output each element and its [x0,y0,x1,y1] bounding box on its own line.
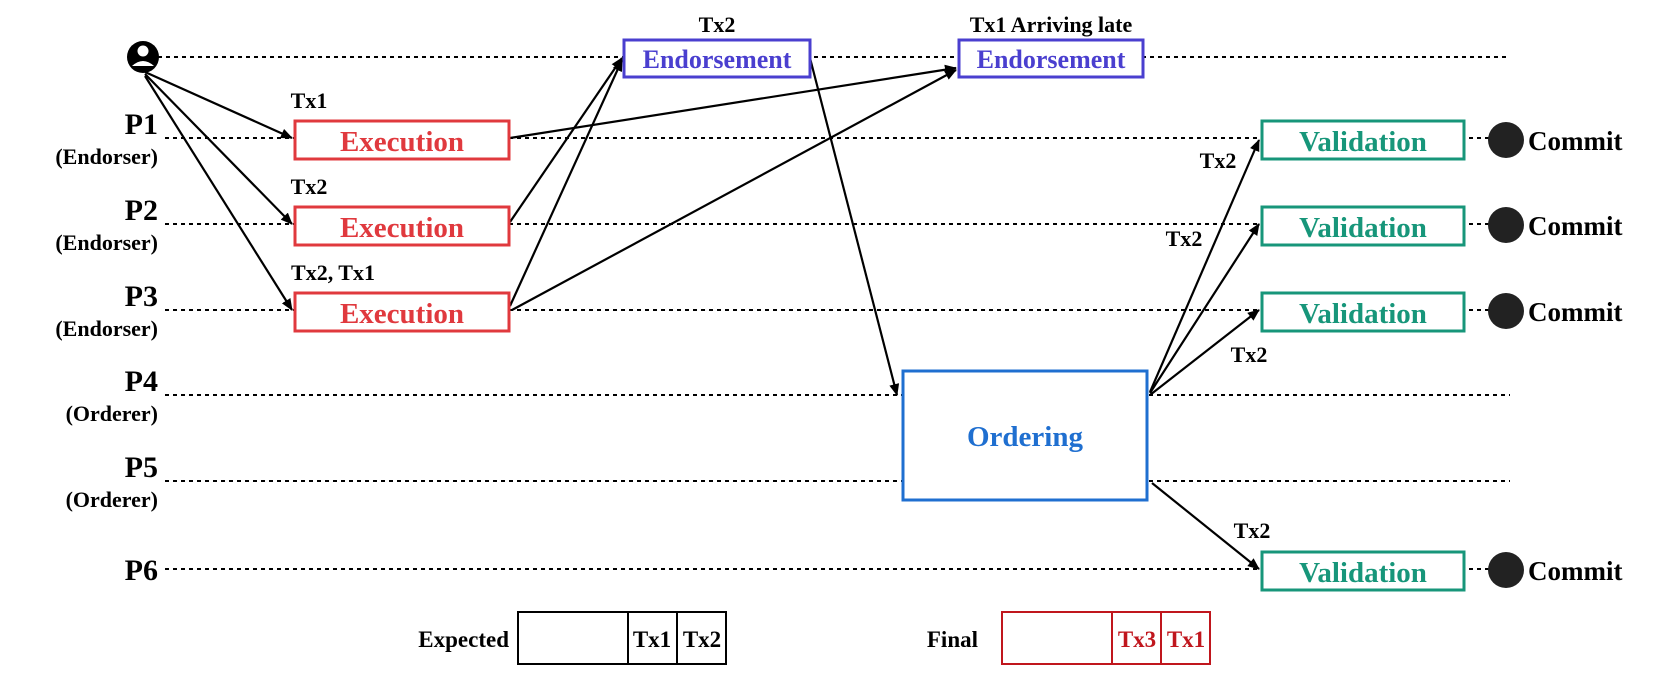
expected-cell-1: Tx1 [633,627,671,652]
execution-tx-label-p2: Tx2 [291,174,328,199]
execution-label-p3: Execution [340,298,464,330]
validation-box-p6 [1260,550,1466,592]
lane-role-p5: (Orderer) [66,487,158,512]
lane-name-p2: P2 [125,194,158,227]
lane-name-p6: P6 [125,554,158,587]
execution-label-p2: Execution [340,212,464,244]
flow-arrows [144,57,1261,570]
execution-box-p3 [293,291,511,333]
execution-tx-label-p3: Tx2, Tx1 [291,260,375,285]
validation-label-p2: Validation [1299,212,1427,244]
validation-label-p3: Validation [1299,298,1427,330]
arrow-ordering-to-validation-p2 [1149,223,1260,394]
ordering-box [901,369,1149,502]
endorsement-top-label: Tx2 [699,12,736,37]
arrow-client-to-p3 [144,75,293,311]
arrow-ordering-to-validation-p1 [1148,139,1261,393]
arrow-p2-to-endorsement [509,57,623,223]
lane-name-p3: P3 [125,280,158,313]
user-icon [127,41,159,73]
arrow-p1-to-late-endorsement [509,64,957,140]
validation-tx-label-p1: Tx2 [1200,148,1237,173]
commit-dot-p2 [1488,207,1524,243]
execution-box-p2 [293,205,511,247]
validation-box-p2 [1260,205,1466,247]
expected-block [517,611,727,665]
validation-box-p1 [1260,119,1466,161]
validation-boxes: Validation Validation Validation Validat… [1166,119,1466,592]
arrow-ordering-to-validation-p3 [1149,309,1260,396]
late-endorsement-box [957,38,1145,79]
ordering-label: Ordering [967,421,1083,453]
commit-dot-p6 [1488,552,1524,588]
arrow-client-to-p1 [144,70,293,140]
final-cell-2: Tx1 [1167,627,1205,652]
arrow-p3-to-late-endorsement [511,69,957,311]
lane-name-p4: P4 [125,365,158,398]
commit-label-p3: Commit [1528,297,1622,327]
commit-label-p6: Commit [1528,556,1622,586]
late-endorsement-top-label: Tx1 Arriving late [970,12,1133,37]
final-block [1001,611,1211,665]
endorsement-box [622,38,812,79]
lane-labels: P1 (Endorser) P2 (Endorser) P3 (Endorser… [55,108,158,587]
endorsement-label: Endorsement [643,45,792,74]
arrow-client-to-p2 [144,73,293,225]
expected-legend: Expected Tx1 Tx2 [418,611,727,665]
arrow-endorsement-to-ordering [808,57,900,396]
lane-name-p1: P1 [125,108,158,141]
execution-boxes: Execution Execution Execution Tx1 Tx2 Tx… [291,88,511,333]
arrow-p3-to-endorsement [508,59,624,307]
execution-box-p1 [293,119,511,161]
arrow-ordering-to-validation-p6 [1151,482,1260,570]
execution-label-p1: Execution [340,126,464,158]
expected-label: Expected [418,627,509,652]
final-label: Final [927,627,978,652]
commit-label-p1: Commit [1528,126,1622,156]
lane-name-p5: P5 [125,451,158,484]
commit-dot-p3 [1488,293,1524,329]
final-cell-1: Tx3 [1118,627,1156,652]
lane-role-p3: (Endorser) [55,316,158,341]
commit-markers: Commit Commit Commit Commit [1488,122,1622,588]
validation-label-p6: Validation [1299,557,1427,589]
validation-box-p3 [1260,291,1466,333]
validation-tx-label-p3: Tx2 [1231,342,1268,367]
validation-tx-label-p6: Tx2 [1234,518,1271,543]
late-endorsement-label: Endorsement [977,45,1126,74]
expected-cell-2: Tx2 [683,627,721,652]
endorsement-boxes: Endorsement Tx2 Endorsement Tx1 Arriving… [622,12,1145,79]
lane-role-p4: (Orderer) [66,401,158,426]
ordering-group: Ordering [901,369,1149,502]
validation-tx-label-p2: Tx2 [1166,226,1203,251]
commit-label-p2: Commit [1528,211,1622,241]
lane-role-p1: (Endorser) [55,144,158,169]
final-legend: Final Tx3 Tx1 [927,611,1211,665]
commit-dot-p1 [1488,122,1524,158]
execution-tx-label-p1: Tx1 [291,88,328,113]
validation-label-p1: Validation [1299,126,1427,158]
lane-role-p2: (Endorser) [55,230,158,255]
